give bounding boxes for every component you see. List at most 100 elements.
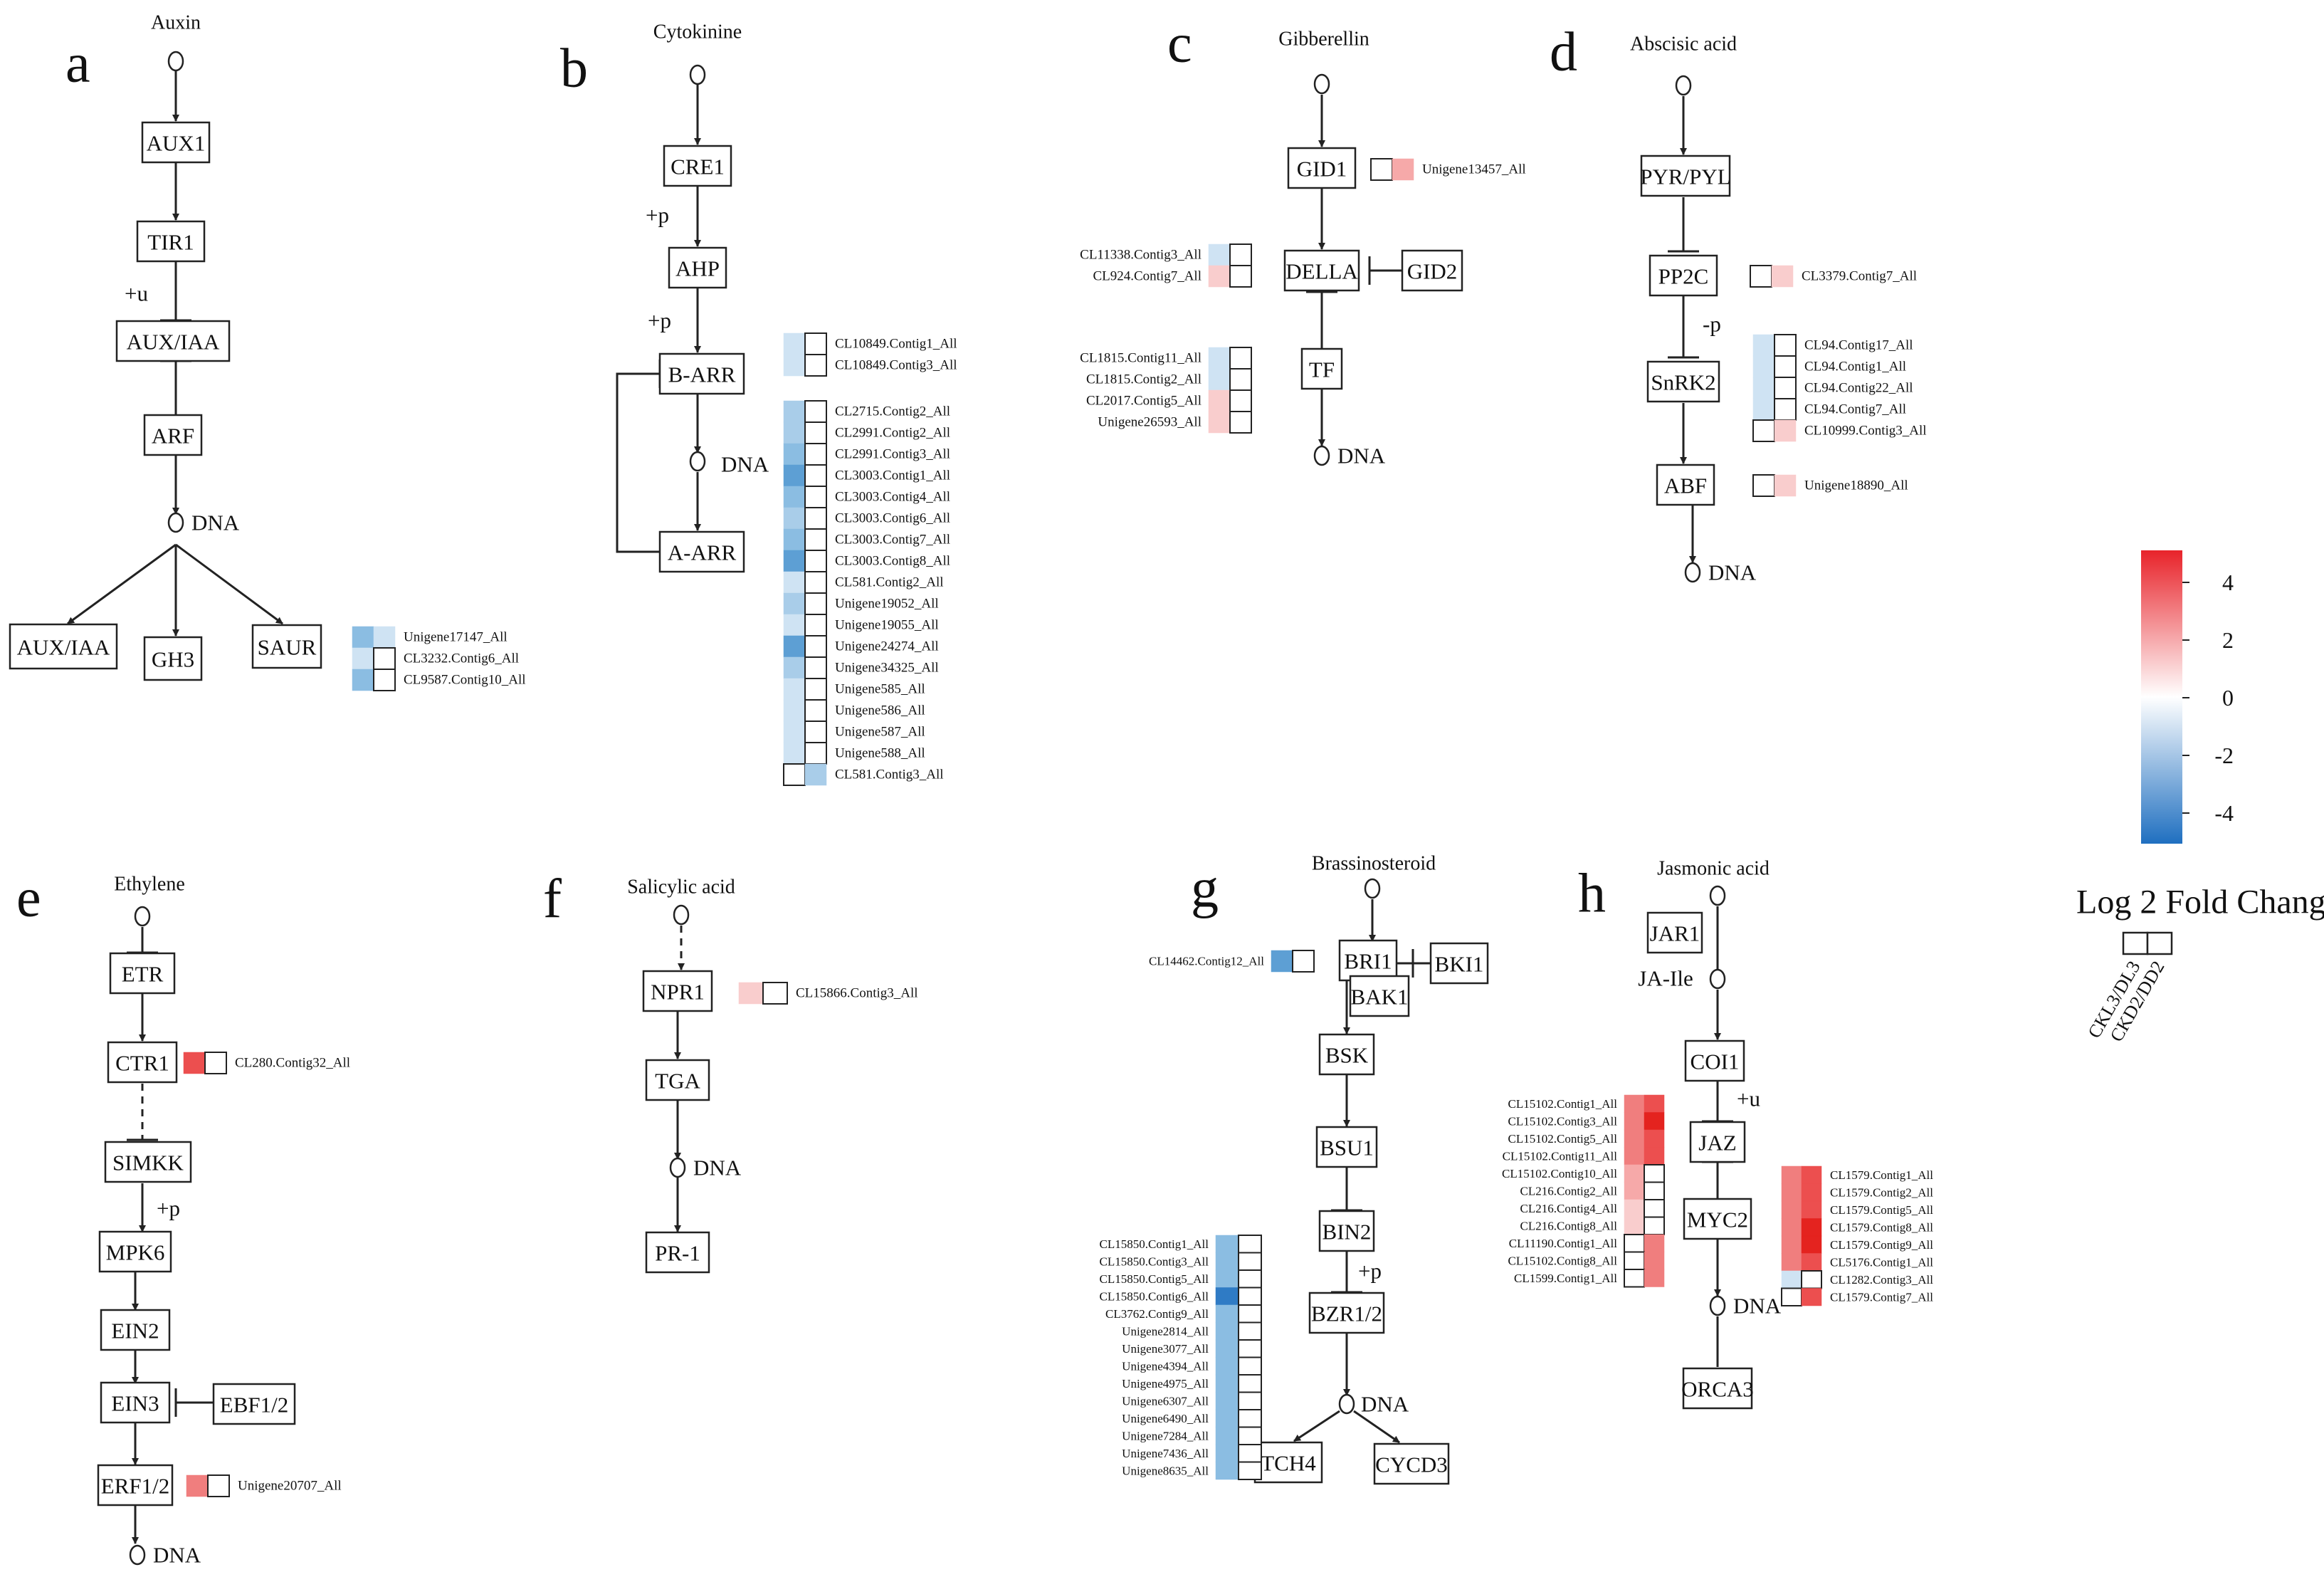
heat-cell (1208, 368, 1231, 391)
gene-label: Unigene7436_All (1122, 1447, 1209, 1460)
heat-cell (1215, 1392, 1239, 1410)
scale-tick-label: 2 (2222, 627, 2234, 653)
node-label: CYCD3 (1375, 1452, 1448, 1477)
heat-cell (1292, 950, 1315, 973)
panel-letter: e (16, 866, 41, 928)
heat-cell (1774, 474, 1797, 497)
node-box (1656, 463, 1715, 506)
gene-label: CL3379.Contig7_All (1802, 269, 1917, 284)
gene-label: Unigene587_All (835, 725, 925, 740)
panel-letter: d (1550, 21, 1577, 83)
node-box (663, 145, 732, 187)
panel-letter: f (543, 868, 562, 930)
panel-letter: h (1578, 862, 1606, 924)
node-label: EIN2 (111, 1319, 159, 1343)
heat-cell (1781, 1235, 1802, 1254)
gene-label: CL11338.Contig3_All (1080, 248, 1202, 263)
dna-node (669, 1157, 686, 1178)
heat-cell (1624, 1182, 1645, 1200)
heat-cell (804, 443, 827, 466)
gene-label: Unigene4975_All (1122, 1377, 1209, 1390)
heat-cell (1370, 158, 1393, 181)
node-label: DELLA (1285, 259, 1358, 284)
heat-cell (783, 421, 806, 444)
node-box (1318, 1210, 1375, 1252)
gene-label: Unigene17147_All (404, 630, 508, 645)
node-circle (134, 906, 151, 927)
heat-cell (1624, 1269, 1645, 1288)
edge-label: +u (125, 281, 148, 306)
node-circle (1364, 878, 1381, 899)
heat-cell (804, 614, 827, 636)
heat-cell (1229, 265, 1252, 288)
heat-cell (1624, 1217, 1645, 1235)
dna-node (167, 512, 184, 533)
feedback-edge (616, 372, 660, 553)
gene-label: Unigene26593_All (1098, 415, 1202, 430)
node-label: EIN3 (111, 1391, 159, 1416)
heat-cell (1801, 1218, 1822, 1237)
gene-label: CL1579.Contig5_All (1830, 1203, 1933, 1217)
node-box (1287, 147, 1357, 189)
heat-cell (1644, 1129, 1665, 1148)
node-label: BKI1 (1435, 952, 1484, 977)
node-box (1283, 249, 1360, 292)
heat-cell (1781, 1200, 1802, 1219)
panel-title: Abscisic acid (1630, 33, 1737, 56)
heat-cell (1208, 389, 1231, 412)
node-label: BSU1 (1320, 1136, 1374, 1161)
panel-letter: b (560, 37, 588, 99)
dna-label: DNA (153, 1543, 201, 1568)
heat-cell (1801, 1200, 1822, 1219)
node-box (251, 624, 322, 669)
gene-label: Unigene3077_All (1122, 1342, 1209, 1356)
heat-cell (1238, 1391, 1262, 1410)
heat-cell (1781, 1183, 1802, 1202)
heat-cell (804, 400, 827, 423)
node-label: MPK6 (106, 1240, 165, 1265)
gene-label: CL15850.Contig3_All (1100, 1254, 1209, 1268)
node-box (1349, 975, 1410, 1017)
gene-label: Unigene585_All (835, 682, 925, 697)
heat-cell (783, 763, 806, 786)
node-box (100, 1381, 171, 1424)
gene-label: Unigene4394_All (1122, 1359, 1209, 1373)
heat-cell (1771, 265, 1794, 288)
node-box (143, 636, 203, 681)
gene-label: CL581.Contig3_All (835, 767, 944, 782)
scale-tick-label: -2 (2214, 743, 2234, 768)
heat-cell (1238, 1356, 1262, 1376)
node-label: AUX1 (147, 131, 206, 156)
node-circle (1709, 968, 1726, 990)
node-label: ERF1/2 (101, 1474, 169, 1499)
heat-cell (1624, 1147, 1645, 1165)
gene-label: CL10849.Contig1_All (835, 337, 957, 352)
heat-cell (804, 464, 827, 487)
heat-cell (1215, 1269, 1239, 1288)
heat-cell (783, 443, 806, 466)
heat-cell (1644, 1216, 1665, 1235)
node-box (1646, 360, 1720, 403)
heat-cell (1229, 389, 1252, 412)
node-box (143, 414, 203, 456)
node-label: BIN2 (1323, 1220, 1372, 1245)
gene-label: CL15102.Contig8_All (1508, 1254, 1618, 1267)
heat-cell (1781, 1270, 1802, 1289)
heat-cell (1215, 1427, 1239, 1445)
heat-cell (804, 699, 827, 722)
gene-label: CL15102.Contig5_All (1508, 1132, 1618, 1146)
gene-label: Unigene2814_All (1122, 1324, 1209, 1338)
node-circle (1313, 73, 1330, 95)
ja-ile-label: JA-Ile (1638, 966, 1693, 991)
heat-cell (804, 678, 827, 701)
heat-cell (1229, 347, 1252, 370)
gene-label: CL581.Contig2_All (835, 575, 944, 590)
heat-cell (1208, 265, 1231, 288)
gene-label: CL3003.Contig6_All (835, 511, 950, 526)
heat-cell (783, 742, 806, 765)
node-label: PYR/PYL (1640, 164, 1730, 189)
gene-label: CL1815.Contig2_All (1086, 372, 1202, 387)
heat-cell (783, 721, 806, 743)
gene-label: CL10999.Contig3_All (1804, 424, 1927, 439)
